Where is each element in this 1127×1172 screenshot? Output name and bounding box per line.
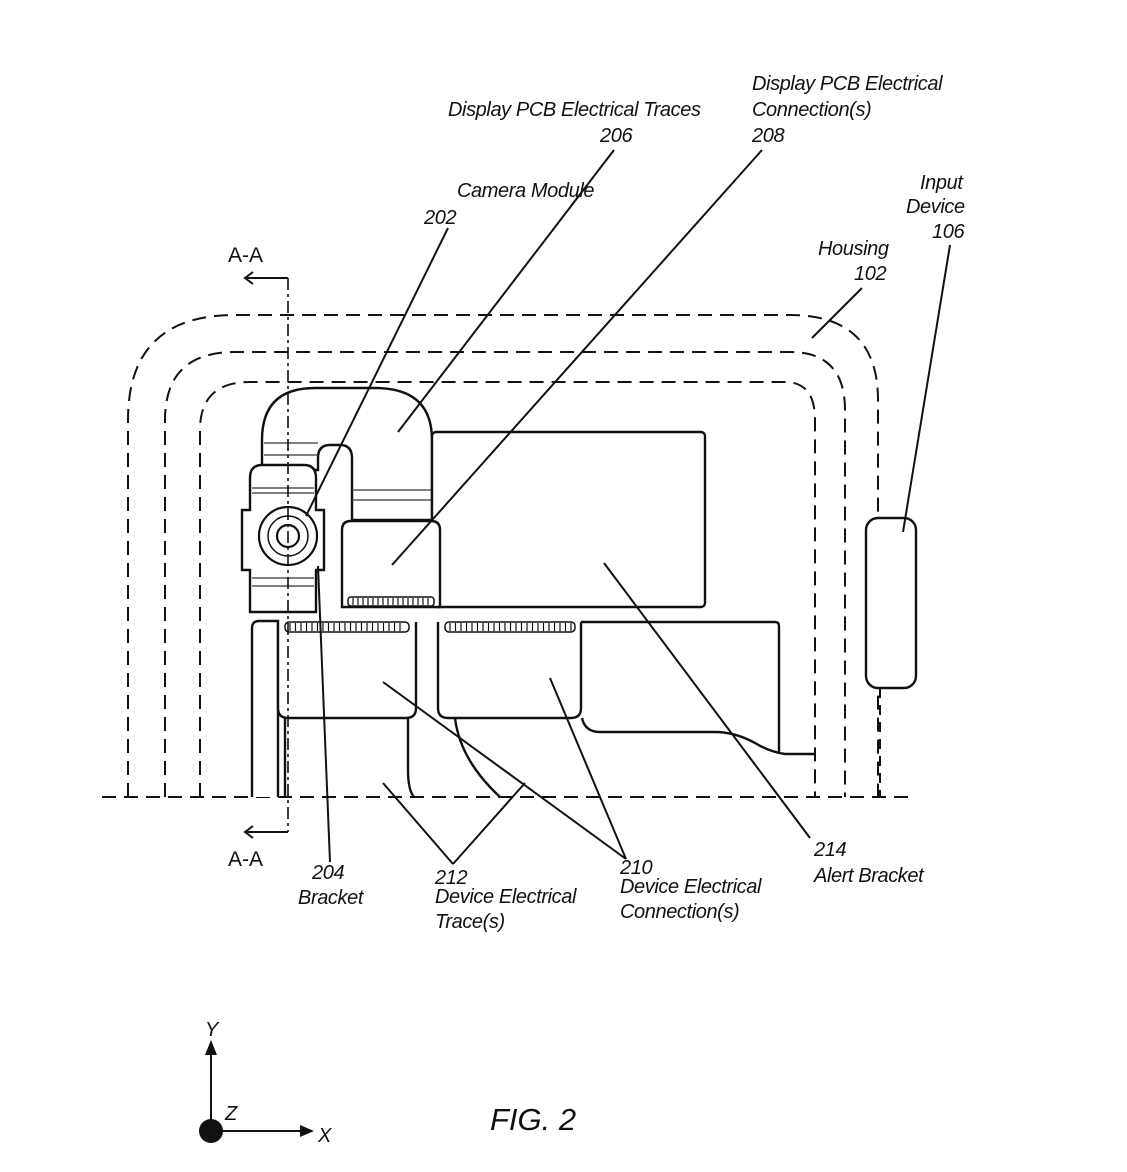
axis-label-z: Z [224,1103,238,1125]
label-display-pcb-connections-2: Connection(s) [752,99,871,121]
label-device-connections-1: Device Electrical [620,876,762,898]
section-line-a-a [243,271,289,839]
x-arrow-icon [300,1125,314,1137]
camera-module-shape [240,463,326,614]
ref-212: 212 [434,867,467,889]
label-alert-bracket: Alert Bracket [813,865,925,887]
section-label-bottom: A-A [228,848,263,871]
z-axis-dot-icon [199,1119,223,1143]
ref-106: 106 [932,221,965,243]
input-device-shape [864,516,918,690]
label-input-device-2: Device [906,196,965,218]
axis-label-x: X [317,1125,332,1147]
label-device-traces-1: Device Electrical [435,886,577,908]
y-arrow-icon [205,1040,217,1055]
label-display-pcb-connections-1: Display PCB Electrical [752,73,943,95]
device-connection-right [436,621,583,720]
section-label-top: A-A [228,244,263,267]
device-connection-left [276,621,418,720]
housing-outline [102,314,915,798]
label-input-device-1: Input [920,172,964,194]
display-pcb-connection-shape [340,519,442,609]
label-bracket: Bracket [298,887,365,909]
label-display-pcb-traces: Display PCB Electrical Traces [448,99,701,121]
ref-204: 204 [311,862,344,884]
ref-210: 210 [619,857,652,879]
figure-title: FIG. 2 [490,1102,576,1137]
label-device-traces-2: Trace(s) [435,911,505,933]
alert-bracket-shape [430,430,707,609]
ref-208: 208 [751,125,784,147]
ref-214: 214 [813,839,846,861]
label-device-connections-2: Connection(s) [620,901,739,923]
ref-206: 206 [599,125,633,147]
leader-lines [305,149,951,865]
label-housing: Housing [818,238,889,260]
ref-202: 202 [423,207,456,229]
label-camera-module: Camera Module [457,180,594,202]
bracket-shape [250,619,280,797]
axis-indicator [199,1040,314,1143]
ref-102: 102 [854,263,886,285]
axis-label-y: Y [205,1019,220,1041]
